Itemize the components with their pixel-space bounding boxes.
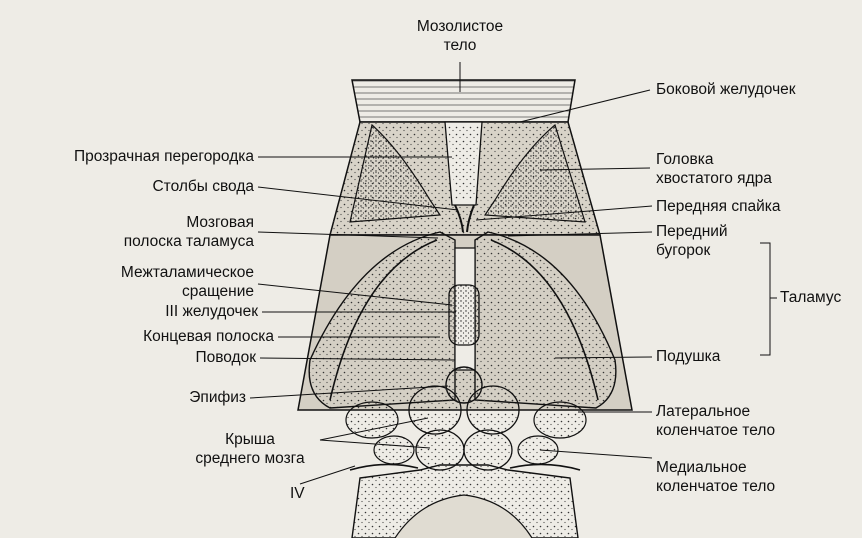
label-stria-terminalis: Концевая полоска (0, 327, 274, 346)
label-third-ventricle: III желудочек (0, 302, 258, 321)
label-lateral-geniculate: Латеральное коленчатое тело (656, 402, 775, 440)
label-stria-medullaris: Мозговая полоска таламуса (0, 213, 254, 251)
label-interthalamic-adhesion: Межталамическое сращение (0, 263, 254, 301)
label-pineal: Эпифиз (0, 388, 246, 407)
inferior-colliculus-right (464, 430, 512, 470)
label-anterior-commissure: Передняя спайка (656, 197, 781, 216)
label-corpus-callosum-1: Мозолистое (400, 17, 520, 36)
label-septum-pellucidum: Прозрачная перегородка (0, 147, 254, 166)
inferior-colliculus-left (416, 430, 464, 470)
label-stria-medullaris-2: полоска таламуса (0, 232, 254, 251)
label-anterior-tubercle-1: Передний (656, 222, 728, 241)
label-caudate-head-2: хвостатого ядра (656, 169, 772, 188)
label-habenula: Поводок (0, 348, 256, 367)
label-tectum-2: среднего мозга (180, 449, 320, 468)
label-thalamus: Таламус (780, 288, 841, 307)
label-lateral-geniculate-2: коленчатое тело (656, 421, 775, 440)
superior-colliculus-left (409, 386, 461, 434)
label-lateral-geniculate-1: Латеральное (656, 402, 775, 421)
label-medial-geniculate-1: Медиальное (656, 458, 775, 477)
label-caudate-head: Головка хвостатого ядра (656, 150, 772, 188)
label-nerve-iv: IV (290, 484, 305, 503)
label-lateral-ventricle: Боковой желудочек (656, 80, 796, 99)
label-corpus-callosum-2: тело (400, 36, 520, 55)
label-interthalamic-adhesion-1: Межталамическое (0, 263, 254, 282)
label-medial-geniculate-2: коленчатое тело (656, 477, 775, 496)
label-tectum-1: Крыша (180, 430, 320, 449)
label-pulvinar: Подушка (656, 347, 720, 366)
label-medial-geniculate: Медиальное коленчатое тело (656, 458, 775, 496)
label-caudate-head-1: Головка (656, 150, 772, 169)
superior-colliculus-right (467, 386, 519, 434)
label-anterior-tubercle: Передний бугорок (656, 222, 728, 260)
label-stria-medullaris-1: Мозговая (0, 213, 254, 232)
corpus-callosum-shape (352, 80, 575, 122)
label-fornix-columns: Столбы свода (0, 177, 254, 196)
label-tectum: Крыша среднего мозга (180, 430, 320, 468)
label-corpus-callosum: Мозолистое тело (400, 17, 520, 55)
label-interthalamic-adhesion-2: сращение (0, 282, 254, 301)
label-anterior-tubercle-2: бугорок (656, 241, 728, 260)
